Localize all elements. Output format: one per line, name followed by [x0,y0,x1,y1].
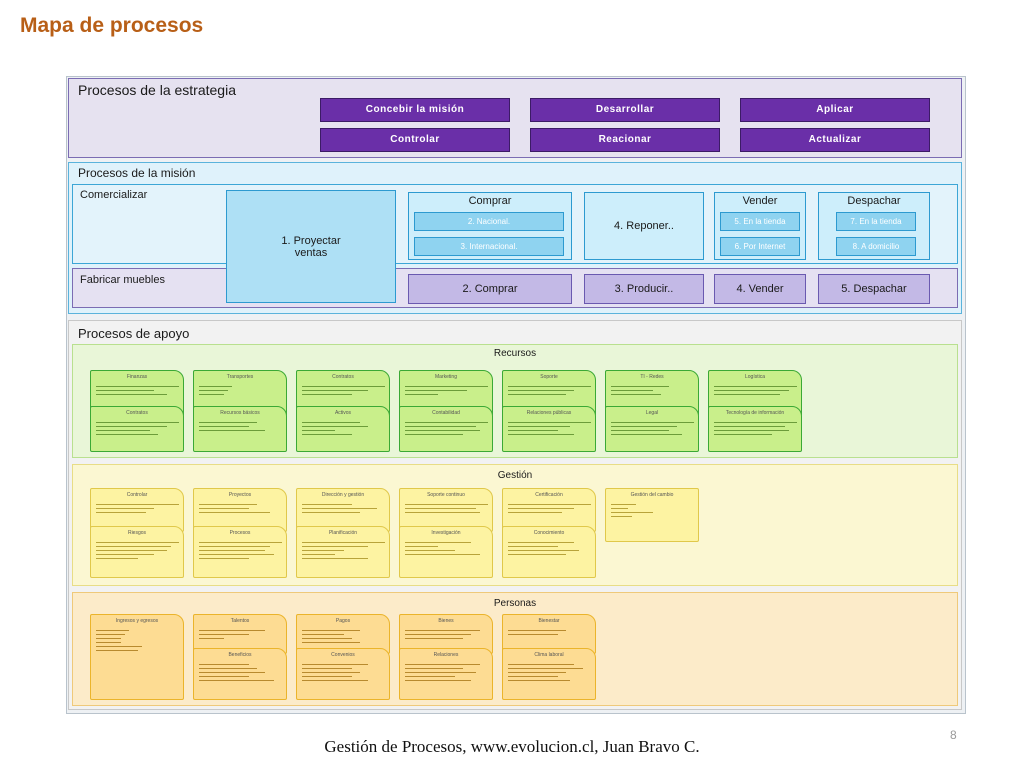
card-title: Bienes [438,618,454,624]
gestion-card[interactable]: Planificación [296,526,390,578]
page-number: 8 [950,728,957,742]
mission-label: Procesos de la misión [78,166,196,180]
card-title: Logística [744,374,765,380]
strategy-button[interactable]: Desarrollar [530,98,720,122]
card-title: Legal [645,410,659,416]
card-title: Controlar [126,492,148,498]
comercializar-label: Comercializar [80,189,148,201]
comprar-group-title: Comprar [468,195,512,207]
footer-credit: Gestión de Procesos, www.evolucion.cl, J… [324,737,700,756]
card-title: Certificación [535,492,563,498]
strategy-label: Procesos de la estrategia [78,82,236,98]
personas-card[interactable]: Bienestar [502,614,596,654]
card-title: Relaciones [433,652,459,658]
recursos-card[interactable]: Contabilidad [399,406,493,452]
card-title: Riesgos [127,530,147,536]
personas-card[interactable]: Pagos [296,614,390,654]
card-title: Procesos [229,530,251,536]
personas-title: Personas [493,598,537,609]
card-title: Recursos básicos [220,410,260,416]
despachar-group-title: Despachar [847,195,901,207]
card-title: Conocimiento [533,530,565,536]
recursos-title: Recursos [493,348,537,359]
despachar-tienda[interactable]: 7. En la tienda [836,212,916,231]
card-title: Dirección y gestión [321,492,365,498]
page-title: Mapa de procesos [20,14,204,37]
card-title: Talentos [230,618,250,624]
comprar-nacional[interactable]: 2. Nacional. [414,212,564,231]
personas-card[interactable]: Beneficios [193,648,287,700]
card-title: Soporte continuo [427,492,465,498]
card-title: TI - Redes [640,374,664,380]
fabricar-vender[interactable]: 4. Vender [714,274,806,304]
card-title: Ingresos y egresos [115,618,159,624]
strategy-button[interactable]: Controlar [320,128,510,152]
vender-group-title: Vender [742,195,778,207]
card-title: Clima laboral [534,652,564,658]
card-title: Transportes [226,374,254,380]
personas-card[interactable]: Ingresos y egresos [90,614,184,700]
gestion-card[interactable]: Riesgos [90,526,184,578]
gestion-card[interactable]: Dirección y gestión [296,488,390,532]
strategy-button[interactable]: Reacionar [530,128,720,152]
recursos-card[interactable]: Relaciones públicas [502,406,596,452]
card-title: Gestión del cambio [630,492,674,498]
strategy-button[interactable]: Actualizar [740,128,930,152]
strategy-button[interactable]: Concebir la misión [320,98,510,122]
gestion-card[interactable]: Controlar [90,488,184,532]
strategy-button[interactable]: Aplicar [740,98,930,122]
gestion-card[interactable]: Investigación [399,526,493,578]
comprar-internacional[interactable]: 3. Internacional. [414,237,564,256]
proyectar-ventas-label: 1. Proyectar ventas [281,234,341,259]
gestion-card[interactable]: Certificación [502,488,596,532]
personas-card[interactable]: Clima laboral [502,648,596,700]
despachar-domicilio[interactable]: 8. A domicilio [836,237,916,256]
proyectar-ventas-box[interactable]: 1. Proyectar ventas [226,190,396,303]
card-title: Soporte [540,374,558,380]
card-title: Convenios [331,652,355,658]
card-title: Investigación [431,530,461,536]
card-title: Contabilidad [432,410,460,416]
fabricar-label: Fabricar muebles [80,274,165,286]
recursos-card[interactable]: Recursos básicos [193,406,287,452]
gestion-card[interactable]: Proyectos [193,488,287,532]
personas-card[interactable]: Bienes [399,614,493,654]
recursos-card[interactable]: Activos [296,406,390,452]
card-title: Tecnología de información [725,410,785,416]
personas-card[interactable]: Convenios [296,648,390,700]
personas-card[interactable]: Relaciones [399,648,493,700]
gestion-card[interactable]: Conocimiento [502,526,596,578]
fabricar-comprar[interactable]: 2. Comprar [408,274,572,304]
card-title: Relaciones públicas [526,410,572,416]
card-title: Beneficios [228,652,252,658]
gestion-card[interactable]: Gestión del cambio [605,488,699,542]
card-title: Pagos [335,618,351,624]
card-title: Marketing [435,374,457,380]
card-title: Finanzas [126,374,148,380]
card-title: Bienestar [538,618,560,624]
card-title: Planificación [328,530,358,536]
fabricar-despachar[interactable]: 5. Despachar [818,274,930,304]
card-title: Contratos [126,410,148,416]
recursos-card[interactable]: Tecnología de información [708,406,802,452]
personas-card[interactable]: Talentos [193,614,287,654]
gestion-title: Gestión [497,470,533,481]
recursos-card[interactable]: Legal [605,406,699,452]
vender-tienda[interactable]: 5. En la tienda [720,212,800,231]
recursos-card[interactable]: Contratos [90,406,184,452]
support-label: Procesos de apoyo [78,326,190,341]
vender-internet[interactable]: 6. Por Internet [720,237,800,256]
fabricar-producir[interactable]: 3. Producir.. [584,274,704,304]
card-title: Contratos [332,374,354,380]
card-title: Activos [334,410,352,416]
gestion-card[interactable]: Procesos [193,526,287,578]
card-title: Proyectos [228,492,252,498]
reponer-box[interactable]: 4. Reponer.. [584,192,704,260]
